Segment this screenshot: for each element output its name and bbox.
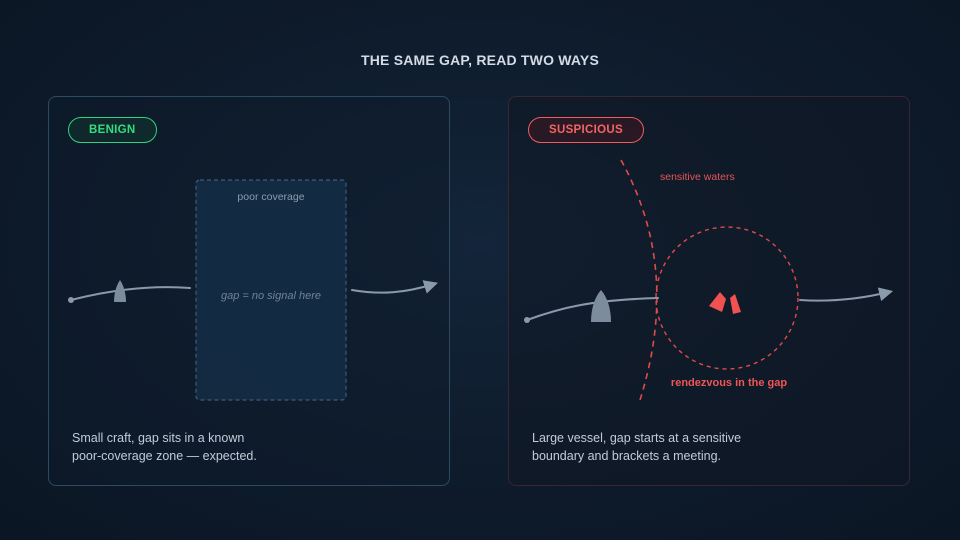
suspicious-caption-line-1: Large vessel, gap starts at a sensitive <box>532 431 742 445</box>
large-vessel-icon <box>591 290 611 322</box>
benign-caption-line-1: Small craft, gap sits in a known <box>72 431 245 445</box>
track-before-gap-right <box>526 297 659 321</box>
rendezvous-zone <box>655 226 799 370</box>
meeting-vessel-a-icon <box>709 292 726 312</box>
meeting-vessel-b-icon <box>730 294 741 314</box>
sensitive-waters-label: sensitive waters <box>660 171 735 183</box>
poor-coverage-label: poor coverage <box>237 191 304 203</box>
benign-badge: BENIGN <box>68 117 157 143</box>
rendezvous-label: rendezvous in the gap <box>671 377 787 389</box>
suspicious-caption-line-2: boundary and brackets a meeting. <box>532 449 722 463</box>
suspicious-badge: SUSPICIOUS <box>528 117 644 143</box>
gap-label: gap = no signal here <box>221 290 321 302</box>
track-after-gap-right <box>799 287 894 302</box>
benign-caption: Small craft, gap sits in a known poor-co… <box>72 429 257 465</box>
suspicious-panel: SUSPICIOUS Large vessel, gap starts at a… <box>508 96 910 486</box>
poor-coverage-zone <box>195 179 347 401</box>
suspicious-caption: Large vessel, gap starts at a sensitive … <box>532 429 741 465</box>
track-after-gap <box>351 280 439 294</box>
track-before-gap <box>70 286 191 301</box>
sensitive-boundary-line <box>620 159 658 401</box>
small-craft-icon <box>114 280 126 302</box>
benign-caption-line-2: poor-coverage zone — expected. <box>72 449 257 463</box>
page-title: THE SAME GAP, READ TWO WAYS <box>361 52 599 68</box>
